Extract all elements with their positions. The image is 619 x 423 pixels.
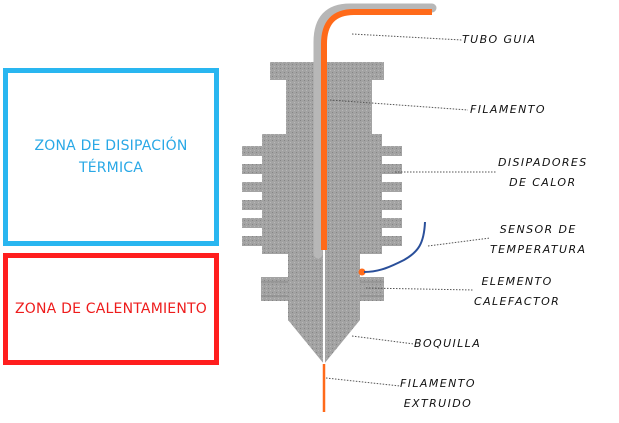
heating-zone-label: ZONA DE CALENTAMIENTO [15,301,207,317]
leader-boquilla [351,335,415,345]
upper-neck [286,80,372,136]
label-heatsinks: DISIPADORES DE CALOR [498,156,588,189]
label-nozzle: BOQUILLA [414,337,482,350]
label-extruded-filament: FILAMENTO EXTRUIDO [400,377,476,410]
label-heater-element: ELEMENTO CALEFACTOR [474,275,561,308]
leader-filamento-extruido [325,377,401,387]
label-guide-tube: TUBO GUIA [462,33,537,46]
leader-filamento [329,99,469,111]
label-temp-sensor: SENSOR DE TEMPERATURA [490,223,587,256]
guide-tube [313,3,437,259]
leader-elemento [365,287,475,291]
thermal-dissipation-zone: ZONA DE DISIPACIÓN TÉRMICA [3,68,219,246]
filament-line [321,9,432,250]
leader-lines [325,33,496,387]
leader-sensor [427,237,491,247]
heating-zone: ZONA DE CALENTAMIENTO [3,253,219,365]
heater-element [358,268,366,276]
leader-tubo-guia [351,33,463,41]
thermal-dissipation-zone-label: ZONA DE DISIPACIÓN TÉRMICA [34,138,188,176]
sensor-wire [363,221,426,273]
label-filament: FILAMENTO [470,103,546,116]
